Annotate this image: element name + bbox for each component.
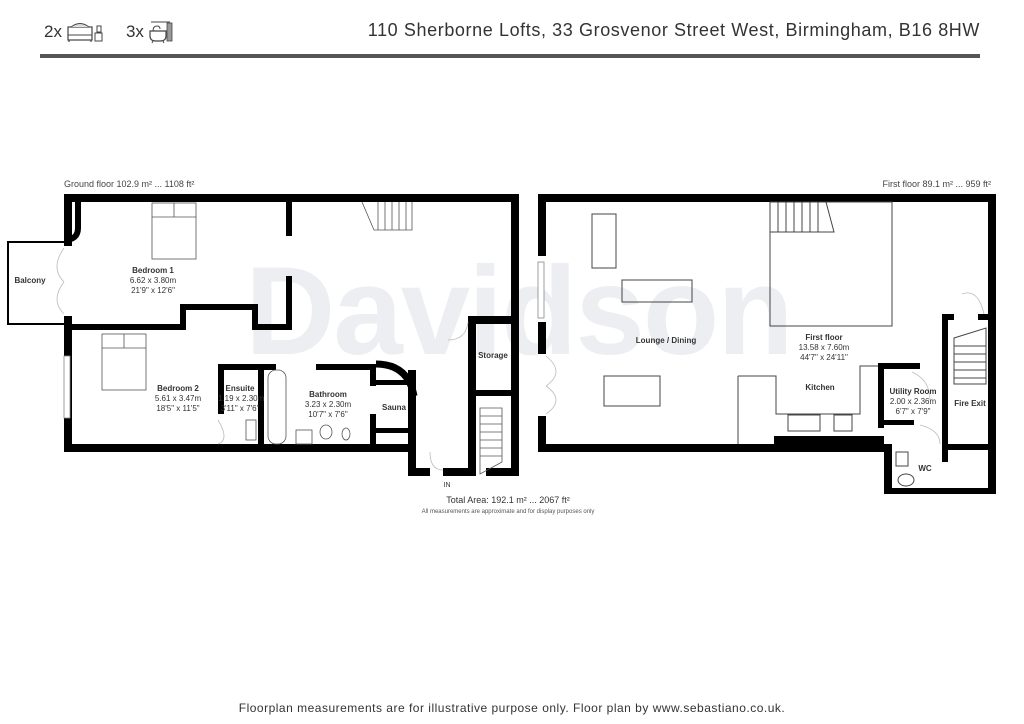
room-imperial: 18'5" x 11'5"	[156, 404, 200, 413]
total-area: Total Area: 192.1 m² ... 2067 ft²	[446, 495, 570, 505]
room-imperial: 10'7" x 7'6"	[308, 410, 348, 419]
room-bedroom-2: Bedroom 2 5.61 x 3.47m 18'5" x 11'5"	[130, 384, 226, 414]
room-sauna: Sauna	[376, 403, 412, 413]
bath-icon	[149, 21, 173, 44]
room-storage: Storage	[474, 351, 512, 361]
room-name: Bedroom 2	[157, 384, 199, 393]
ground-floor-walls	[64, 194, 519, 476]
room-imperial: 6'7" x 7'9"	[895, 407, 931, 416]
measurement-disclaimer: All measurements are approximate and for…	[421, 509, 595, 515]
room-name: Sauna	[381, 403, 406, 412]
entrance-marker: IN	[443, 482, 451, 489]
room-name: Storage	[478, 351, 508, 360]
room-metric: 6.62 x 3.80m	[129, 276, 177, 285]
room-metric: 1.19 x 2.30m	[218, 394, 265, 403]
room-name: Bedroom 1	[132, 266, 174, 275]
room-name: Lounge / Dining	[635, 336, 697, 345]
ground-floor-area-label: Ground floor 102.9 m² ... 1108 ft²	[64, 179, 195, 189]
room-imperial: 21'9" x 12'6"	[131, 286, 175, 295]
property-address: 110 Sherborne Lofts, 33 Grosvenor Street…	[367, 20, 980, 40]
feature-summary: 2x 3x	[44, 20, 174, 44]
bedroom-count: 2x	[44, 21, 104, 43]
room-metric: 5.61 x 3.47m	[154, 394, 202, 403]
room-first-floor: First floor 13.58 x 7.60m 44'7" x 24'11"	[784, 333, 864, 363]
bathroom-count-label: 3x	[125, 22, 144, 41]
stairs-ground	[361, 201, 503, 475]
first-floor-area-label: First floor 89.1 m² ... 959 ft²	[882, 179, 991, 189]
first-floor-fixtures	[591, 201, 987, 487]
room-ensuite: Ensuite 1.19 x 2.30m 3'11" x 7'6"	[218, 384, 265, 414]
room-name: First floor	[805, 333, 843, 342]
first-floor-walls	[538, 194, 996, 494]
room-lounge-dining: Lounge / Dining	[616, 336, 716, 346]
room-imperial: 44'7" x 24'11"	[800, 353, 848, 362]
room-name: Bathroom	[309, 390, 347, 399]
room-metric: 13.58 x 7.60m	[798, 343, 850, 352]
beds	[101, 202, 351, 445]
room-kitchen: Kitchen	[790, 383, 850, 393]
footer-note: Floorplan measurements are for illustrat…	[238, 701, 786, 715]
room-imperial: 3'11" x 7'6"	[220, 404, 260, 413]
room-utility: Utility Room 2.00 x 2.36m 6'7" x 7'9"	[884, 387, 942, 417]
room-bathroom: Bathroom 3.23 x 2.30m 10'7" x 7'6"	[290, 390, 366, 420]
bed-icon	[67, 23, 103, 42]
bathroom-count: 3x	[126, 20, 174, 44]
room-name: Ensuite	[225, 384, 255, 393]
room-name: Fire Exit	[954, 399, 986, 408]
room-name: WC	[918, 464, 932, 473]
header-divider	[40, 54, 980, 58]
room-name: Kitchen	[805, 383, 835, 392]
bedroom-count-label: 2x	[44, 22, 62, 41]
room-wc: WC	[914, 464, 936, 474]
room-bedroom-1: Bedroom 1 6.62 x 3.80m 21'9" x 12'6"	[105, 266, 201, 296]
room-name: Balcony	[14, 276, 46, 285]
room-fire-exit: Fire Exit	[950, 399, 990, 409]
room-balcony: Balcony	[10, 276, 50, 286]
room-metric: 3.23 x 2.30m	[304, 400, 352, 409]
room-name: Utility Room	[889, 387, 937, 396]
room-metric: 2.00 x 2.36m	[889, 397, 937, 406]
